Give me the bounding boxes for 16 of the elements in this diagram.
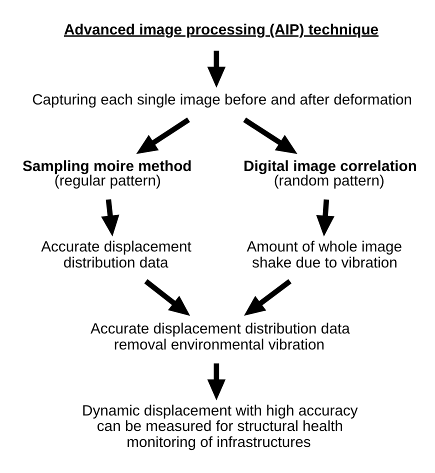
- node-text: Dynamic displacement with high accuracy can be measured for structural health monitoring of infrastructures: [82, 403, 358, 452]
- node-text: Sampling moire method (regular pattern): [22, 158, 192, 190]
- arrow: [101, 199, 120, 236]
- arrow: [144, 279, 190, 316]
- arrow: [136, 118, 190, 154]
- node-text: Capturing each single image before and after deformation: [32, 92, 412, 108]
- node-text: Amount of whole image shake due to vibration: [246, 240, 402, 272]
- arrow: [316, 199, 334, 237]
- node-text: Accurate displacement distribution data removal environmental vibration: [90, 321, 350, 354]
- node-text: Accurate displacement distribution data: [41, 240, 192, 272]
- arrow: [243, 118, 298, 154]
- arrow: [244, 279, 292, 316]
- arrow: [207, 50, 226, 88]
- node-text: Advanced image processing (AIP) technique: [64, 22, 379, 38]
- arrow: [207, 363, 226, 400]
- node-text: Digital image correlation (random pattern): [244, 158, 417, 190]
